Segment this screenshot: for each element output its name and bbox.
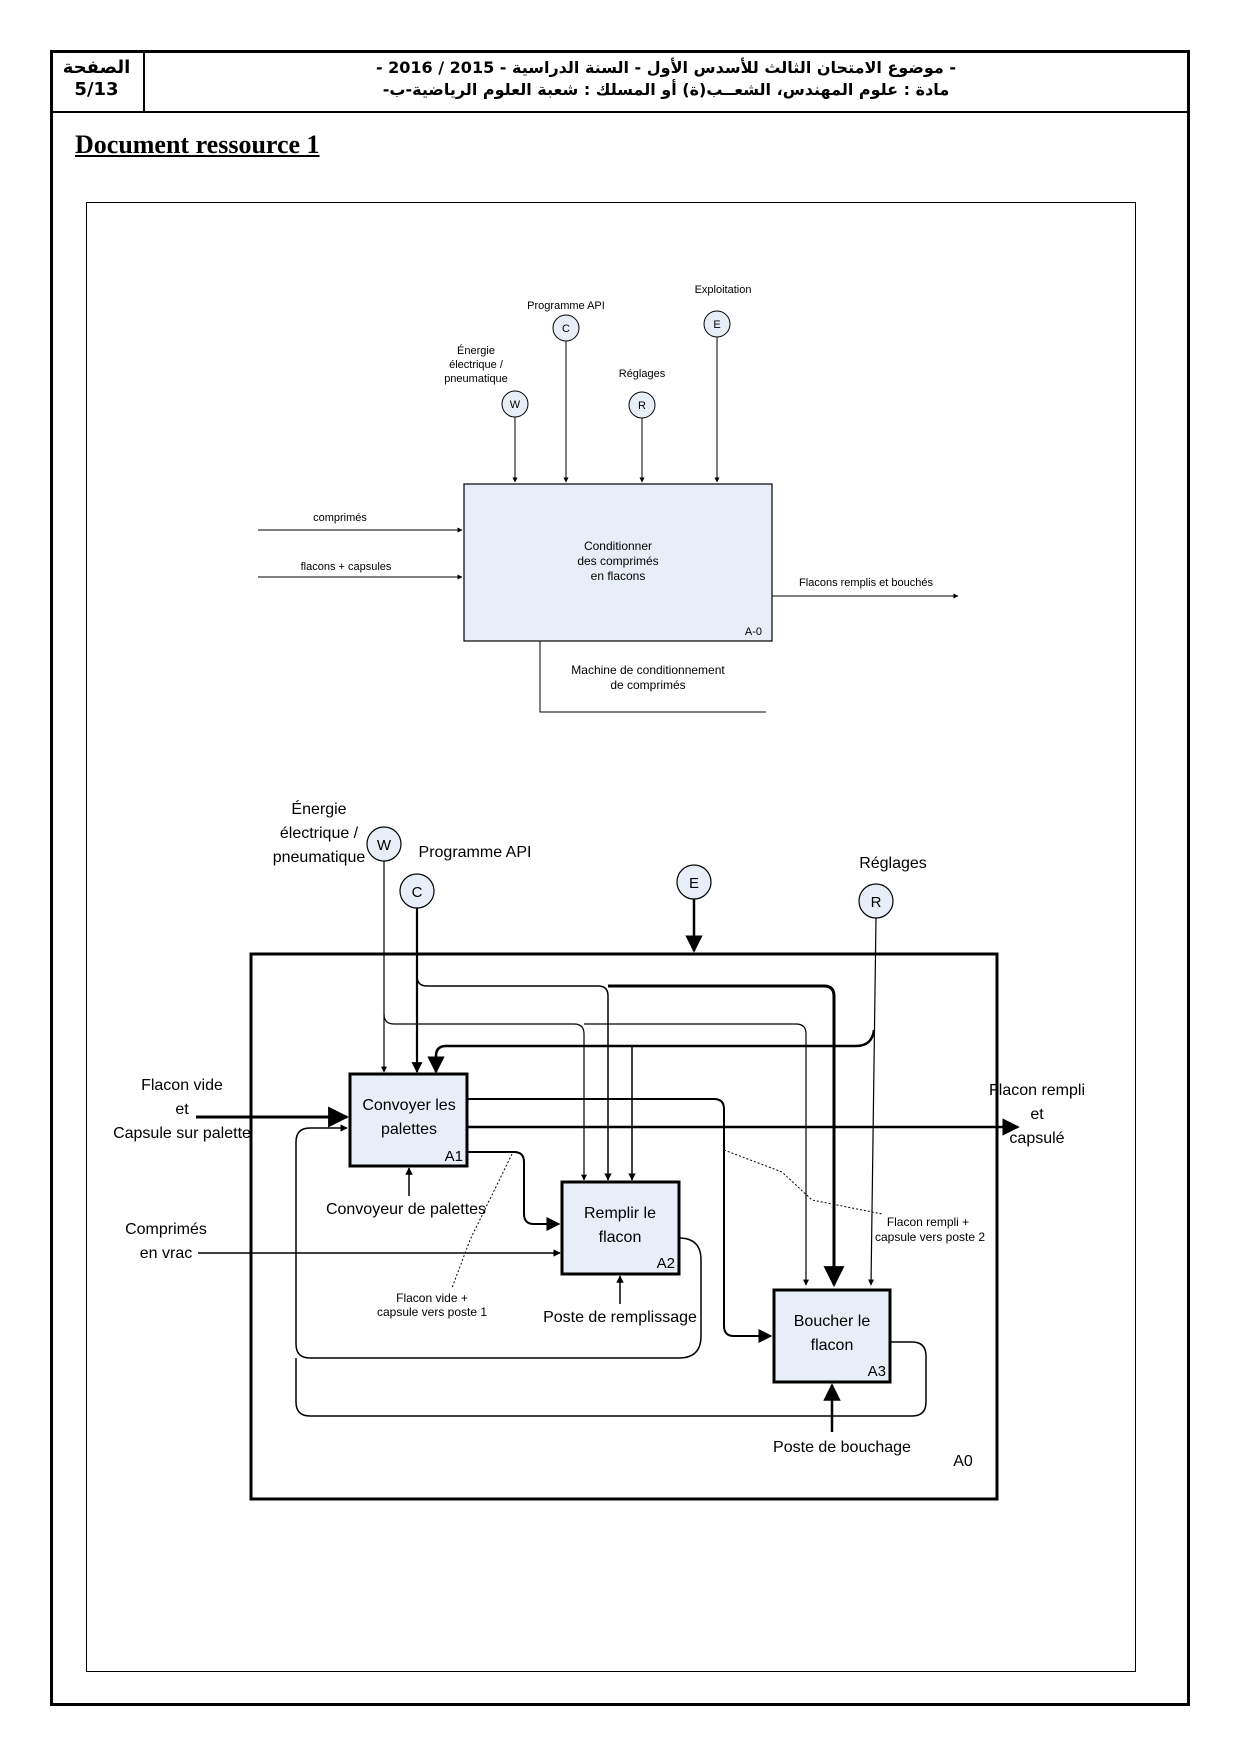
a1-mechanism-label: Convoyeur de palettes <box>326 1201 486 1218</box>
a2-mechanism-label: Poste de remplissage <box>543 1309 697 1326</box>
a0-reglages-code: R <box>871 894 882 911</box>
a3-box-line1: Boucher le <box>794 1313 871 1330</box>
poste1-note-line1: Flacon vide + <box>396 1291 468 1305</box>
a0-input-flacon-line3: Capsule sur palette <box>113 1125 251 1142</box>
page-frame <box>50 50 1190 1706</box>
a-0-box <box>463 483 773 642</box>
a0-reglages-label: Réglages <box>859 855 927 872</box>
poste2-note-line2: capsule vers poste 2 <box>875 1230 985 1244</box>
poste1-note-line2: capsule vers poste 1 <box>377 1305 487 1319</box>
a0-input-flacon-line2: et <box>175 1101 189 1118</box>
a3-box <box>772 1288 892 1384</box>
a0-energie-line1: Énergie <box>291 799 346 818</box>
a-0-box-line1: Conditionner <box>584 539 652 553</box>
a-0-context-diagram: Conditionner des comprimés en flacons A-… <box>258 284 959 713</box>
exam-header-line1: - موضوع الامتحان الثالث للأسدس الأول - ا… <box>375 58 957 77</box>
a0-internal-flows <box>295 1098 1020 1417</box>
page-header: الصفحة 5/13 - موضوع الامتحان الثالث للأس… <box>50 50 1190 113</box>
a-0-energie-line3: pneumatique <box>444 373 508 385</box>
a3-box-id: A3 <box>868 1363 886 1380</box>
a2-box-id: A2 <box>657 1255 675 1272</box>
a-0-exploitation-label: Exploitation <box>695 284 752 296</box>
a-0-mechanism-line <box>539 641 766 713</box>
a-0-mechanism-line2: de comprimés <box>610 678 685 692</box>
a3-mechanism-label: Poste de bouchage <box>773 1439 911 1456</box>
a1-box-id: A1 <box>445 1148 463 1165</box>
a-0-energie-line1: Énergie <box>457 344 495 357</box>
poste1-note-leader <box>451 1153 513 1289</box>
a-0-reglages-label: Réglages <box>619 368 666 380</box>
a-0-output-label: Flacons remplis et bouchés <box>799 577 933 589</box>
a0-energie-line3: pneumatique <box>273 849 366 866</box>
a2-box-line2: flacon <box>599 1229 642 1246</box>
figure-frame <box>86 202 1136 1672</box>
a0-energie-line2: électrique / <box>280 825 359 842</box>
a1-box <box>348 1072 469 1168</box>
a1-box-line2: palettes <box>381 1121 437 1138</box>
a0-output-line3: capsulé <box>1009 1130 1064 1147</box>
a0-diagram-id: A0 <box>953 1453 973 1470</box>
a0-reglages-lines <box>427 917 877 1286</box>
a-0-reglages-code: R <box>638 400 646 412</box>
exam-header-text: - موضوع الامتحان الثالث للأسدس الأول - ا… <box>150 57 1182 101</box>
a-0-box-line3: en flacons <box>591 569 646 583</box>
a0-exploitation-code: E <box>689 875 699 892</box>
a-0-input-flacons-label: flacons + capsules <box>301 561 392 573</box>
a0-programme-label: Programme API <box>419 844 532 861</box>
a0-output-line2: et <box>1030 1106 1044 1123</box>
a0-input-comprimes-line1: Comprimés <box>125 1221 207 1238</box>
a-0-mechanism-line1: Machine de conditionnement <box>571 663 725 677</box>
a3-box-line2: flacon <box>811 1337 854 1354</box>
exam-header-line2: مادة : علوم المهندس، الشعــب(ة) أو المسل… <box>382 80 950 99</box>
a0-decomposition-diagram: A0 Énergie électrique / pneumatique W Pr… <box>113 799 1085 1501</box>
a-0-box-line2: des comprimés <box>577 554 658 568</box>
a-0-exploitation-code: E <box>713 319 720 331</box>
page-number: 5/13 <box>74 79 119 100</box>
a2-box-line1: Remplir le <box>584 1205 656 1222</box>
a1-box-line1: Convoyer les <box>362 1097 455 1114</box>
poste2-note-leader <box>723 1149 883 1215</box>
a-0-programme-label: Programme API <box>527 300 605 312</box>
a0-frame <box>249 952 999 1501</box>
page-label: الصفحة <box>62 57 131 78</box>
a0-programme-lines <box>411 908 845 1288</box>
poste2-note-line1: Flacon rempli + <box>887 1215 969 1229</box>
a-0-energie-line2: électrique / <box>449 359 504 371</box>
a0-energie-lines <box>381 861 809 1286</box>
a0-energie-code: W <box>377 837 392 854</box>
a0-input-flacon-line1: Flacon vide <box>141 1077 223 1094</box>
a2-box <box>560 1180 681 1276</box>
a0-input-comprimes-line2: en vrac <box>140 1245 192 1262</box>
a-0-programme-code: C <box>562 323 570 335</box>
a0-programme-code: C <box>412 884 423 901</box>
page-number-box: الصفحة 5/13 <box>50 50 145 111</box>
a-0-energie-code: W <box>510 399 521 411</box>
a-0-box-id: A-0 <box>745 626 762 638</box>
document-title: Document ressource 1 <box>75 130 320 159</box>
a0-output-line1: Flacon rempli <box>989 1082 1085 1099</box>
a-0-input-comprimes-label: comprimés <box>313 512 367 524</box>
